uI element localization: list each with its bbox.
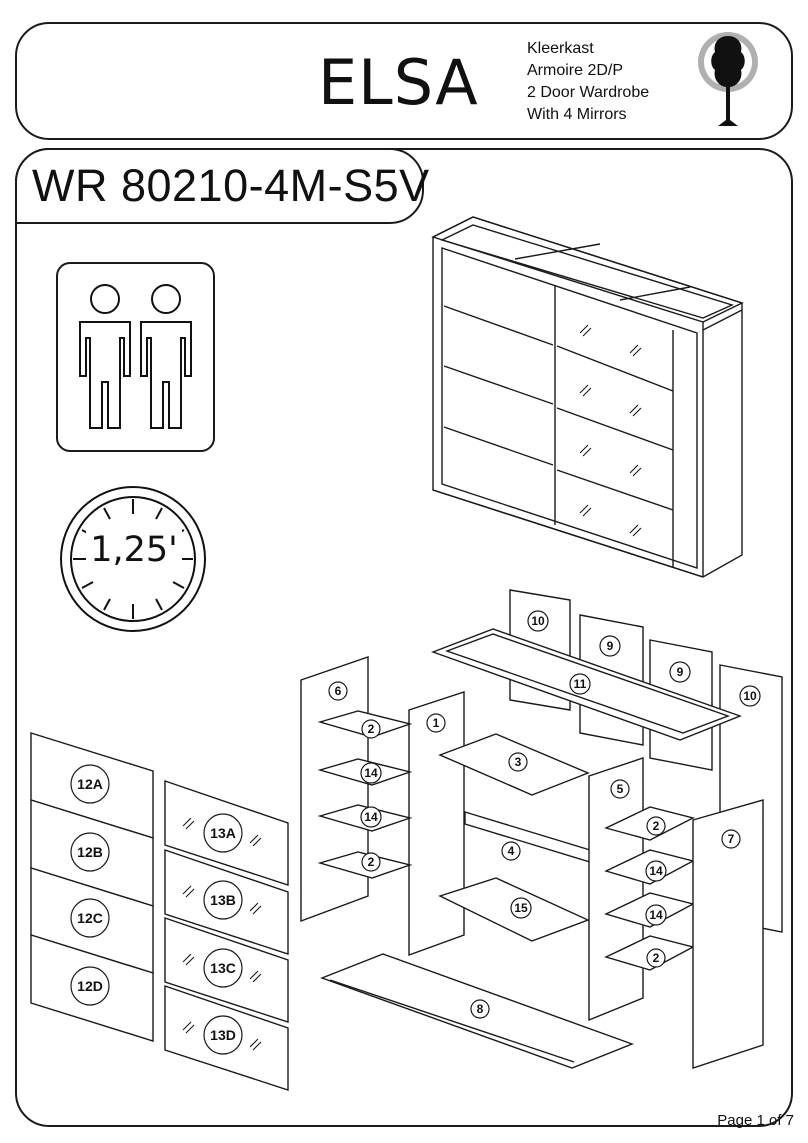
header-box xyxy=(15,22,793,140)
part-12A-label: 12A xyxy=(77,776,103,792)
part-2-label: 2 xyxy=(653,819,660,833)
description-line: With 4 Mirrors xyxy=(527,106,627,123)
part-2-label: 2 xyxy=(653,951,660,965)
page-number: Page 1 of 7 xyxy=(717,1112,794,1129)
part-9-label: 9 xyxy=(607,639,614,653)
tree-logo-icon xyxy=(698,32,758,126)
part-10-label: 10 xyxy=(743,689,757,703)
part-3-label: 3 xyxy=(515,755,522,769)
part-10-label: 10 xyxy=(531,614,545,628)
part-2-label: 2 xyxy=(368,855,375,869)
part-7-label: 7 xyxy=(728,832,735,846)
description-line: Armoire 2D/P xyxy=(527,62,624,79)
persons-figure-icon xyxy=(79,284,192,429)
part-14-label: 14 xyxy=(364,810,378,824)
two-persons-icon xyxy=(56,262,215,452)
part-14-label: 14 xyxy=(364,766,378,780)
brand-name: ELSA xyxy=(318,46,479,119)
part-12C-label: 12C xyxy=(77,910,103,926)
part-12B-label: 12B xyxy=(77,844,103,860)
part-11-label: 11 xyxy=(574,677,587,691)
part-12D-label: 12D xyxy=(77,978,103,994)
part-13D-label: 13D xyxy=(210,1027,236,1043)
clock-icon xyxy=(60,486,206,632)
part-6-label: 6 xyxy=(335,684,342,698)
main-content-box xyxy=(15,148,793,1127)
assembled-wardrobe xyxy=(431,216,744,578)
part-9-label: 9 xyxy=(677,665,684,679)
part-2-label: 2 xyxy=(368,722,375,736)
part-5-label: 5 xyxy=(617,782,624,796)
description-line: Kleerkast xyxy=(527,40,594,57)
part-14-label: 14 xyxy=(649,908,663,922)
part-1-label: 1 xyxy=(433,716,440,730)
part-13B-label: 13B xyxy=(210,892,236,908)
part-4-label: 4 xyxy=(508,844,515,858)
model-code: WR 80210-4M-S5V xyxy=(32,160,430,211)
part-13A-label: 13A xyxy=(210,825,236,841)
part-13C-label: 13C xyxy=(210,960,236,976)
model-code-tab xyxy=(15,148,424,224)
assembly-time: 1,25' xyxy=(86,530,182,570)
product-description: Kleerkast Armoire 2D/P 2 Door Wardrobe W… xyxy=(527,38,649,126)
description-line: 2 Door Wardrobe xyxy=(527,84,650,101)
part-15-label: 15 xyxy=(514,901,528,915)
part-14-label: 14 xyxy=(649,864,663,878)
part-8-label: 8 xyxy=(477,1002,484,1016)
